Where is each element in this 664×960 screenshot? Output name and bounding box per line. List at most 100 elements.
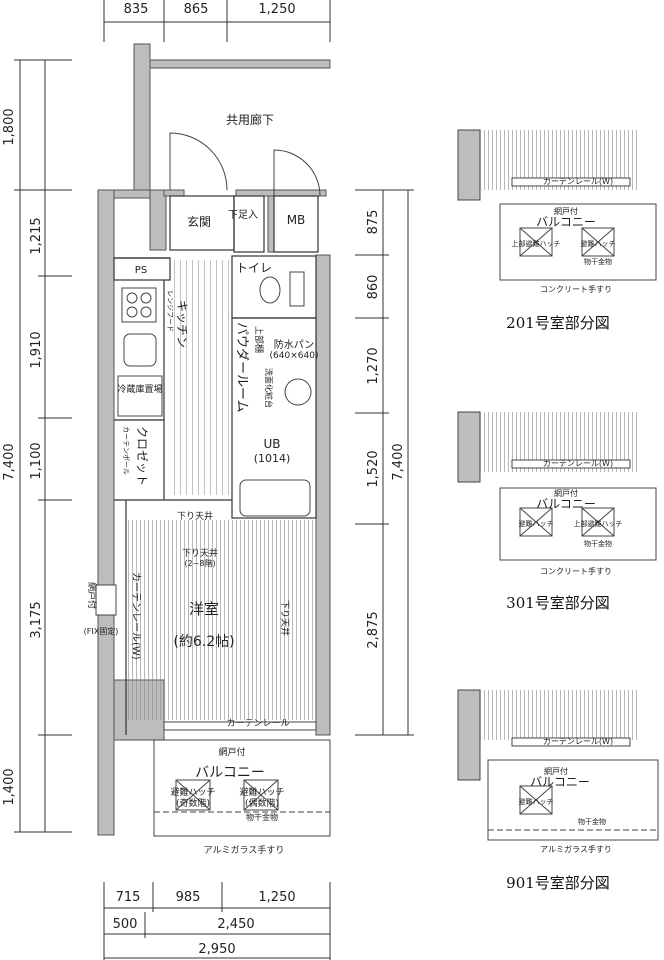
curtain-rail-label: カーテンレール [226, 718, 289, 729]
hatch-odd-note: (奇数階) [176, 797, 210, 809]
right-dim-1: 875 [366, 210, 381, 235]
left-dim-3: 1,910 [29, 331, 44, 368]
western-room-label: 洋室 [189, 600, 219, 618]
partial-301-caption: 301号室部分図 [506, 594, 610, 612]
bottom-dim-total: 2,950 [198, 942, 235, 957]
curtain-pole-label: カーテンポール [122, 426, 130, 475]
waterproof-pan-size: (640×640) [270, 351, 319, 361]
ps-label: PS [135, 265, 147, 276]
sink-icon [123, 333, 157, 367]
right-dim-4: 1,520 [366, 450, 381, 487]
partial-plan-201 [457, 129, 657, 281]
partial-901-hardware: 物干金物 [578, 817, 606, 826]
partial-301-hatch-left: 避難ハッチ [519, 519, 554, 528]
right-dimension-lines [355, 189, 414, 736]
right-dim-5: 2,875 [366, 611, 381, 648]
entrance-door[interactable] [169, 132, 321, 197]
partial-plan-901 [457, 689, 659, 841]
mb-label: MB [287, 213, 306, 227]
stove-icon [121, 287, 157, 323]
lowered-ceiling-floors-label: 下り天井 [182, 547, 218, 559]
partial-901-curtain: カーテンレール(W) [543, 737, 613, 746]
partial-201-hardware: 物干金物 [584, 257, 612, 266]
toilet-label: トイレ [236, 261, 272, 275]
lowered-ceiling-right-label: 下り天井 [279, 600, 291, 636]
right-dim-total: 7,400 [391, 443, 406, 480]
right-dim-3: 1,270 [366, 347, 381, 384]
range-hood-label: レンジフード [166, 290, 174, 332]
left-dim-4: 1,100 [29, 442, 44, 479]
fridge-label: 冷蔵庫置場 [117, 383, 162, 395]
screen-door-label: 網戸付 [218, 746, 245, 758]
hatch-even-note: (偶数階) [245, 797, 279, 809]
partial-301-hatch-right: 上部避難ハッチ [574, 519, 623, 528]
partial-901-screen: 網戸付 [544, 766, 568, 776]
exterior-walls [97, 43, 331, 836]
top-dim-3: 1,250 [258, 2, 295, 17]
upper-cabinet-label: 上部棚 [253, 326, 265, 353]
waterproof-pan-label: 防水パン [274, 338, 315, 351]
aluminum-rail-label: アルミガラス手すり [204, 844, 285, 856]
entrance-label: 玄関 [187, 214, 211, 229]
balcony-window [163, 721, 317, 731]
corridor-label: 共用廊下 [226, 112, 274, 127]
curtain-rail-w-label: カーテンレール(W) [130, 572, 142, 660]
bottom-dim-1: 715 [116, 890, 141, 905]
interior-walls [113, 195, 319, 735]
side-screen-label: 網戸付 [86, 582, 98, 609]
partial-201-hatch-left: 上部避難ハッチ [512, 239, 561, 248]
bottom-dim-4: 500 [113, 917, 138, 932]
bottom-dim-2: 985 [176, 890, 201, 905]
balcony-label: バルコニー [195, 765, 265, 781]
partial-301-rail: コンクリート手すり [540, 566, 612, 576]
partial-201-hatch-right: 避難ハッチ [581, 239, 616, 248]
partial-301-hardware: 物干金物 [584, 539, 612, 548]
partial-201-caption: 201号室部分図 [506, 314, 610, 332]
floors-note: (2~8階) [184, 558, 215, 568]
bathtub-icon [239, 479, 311, 517]
left-dim-6: 1,400 [2, 768, 17, 805]
top-dim-2: 865 [184, 2, 209, 17]
partial-301-screen: 網戸付 [554, 488, 578, 498]
bottom-dim-5: 2,450 [217, 917, 254, 932]
partial-901-rail: アルミガラス手すり [540, 844, 612, 854]
powder-room-label: パウダールーム [234, 322, 249, 413]
washbasin-icon [284, 378, 312, 406]
left-dim-5: 3,175 [29, 601, 44, 638]
partial-901-caption: 901号室部分図 [506, 874, 610, 892]
ub-size: (1014) [254, 452, 291, 465]
left-dim-1: 1,800 [2, 108, 17, 145]
left-dim-total: 7,400 [2, 443, 17, 480]
western-room-size: (約6.2帖) [173, 634, 234, 650]
left-dim-2: 1,215 [29, 217, 44, 254]
partial-201-screen: 網戸付 [554, 206, 578, 216]
kitchen-label: キッチン [175, 300, 189, 348]
top-dim-1: 835 [124, 2, 149, 17]
partial-plan-301 [457, 411, 657, 561]
ub-label: UB [263, 437, 280, 451]
drying-hardware-label: 物干金物 [246, 812, 278, 822]
balcony-outline [153, 739, 331, 837]
western-room-floor [128, 520, 314, 720]
hatch-odd-label: 避難ハッチ [170, 786, 215, 798]
bottom-dimension-lines [103, 882, 331, 960]
fixed-window-label: (FIX固定) [84, 626, 119, 636]
side-window [95, 584, 117, 616]
left-dimension-lines [14, 59, 72, 833]
partial-301-balcony: バルコニー [536, 497, 596, 511]
shoe-box-label: 下足入 [228, 209, 258, 221]
closet-label: クロゼット [135, 426, 149, 486]
lowered-ceiling-label: 下り天井 [177, 510, 213, 522]
kitchen-floor [172, 260, 230, 495]
right-dim-2: 860 [366, 275, 381, 300]
hatch-even-label: 避難ハッチ [239, 786, 284, 798]
bottom-dim-3: 1,250 [258, 890, 295, 905]
toilet-icon [259, 271, 305, 307]
partial-901-balcony: バルコニー [530, 775, 590, 789]
partial-201-rail: コンクリート手すり [540, 284, 612, 294]
partial-201-balcony: バルコニー [536, 215, 596, 229]
fridge-space [117, 375, 163, 417]
washbasin-label: 洗面化粧台 [264, 368, 274, 408]
top-dimension-line [103, 0, 331, 42]
